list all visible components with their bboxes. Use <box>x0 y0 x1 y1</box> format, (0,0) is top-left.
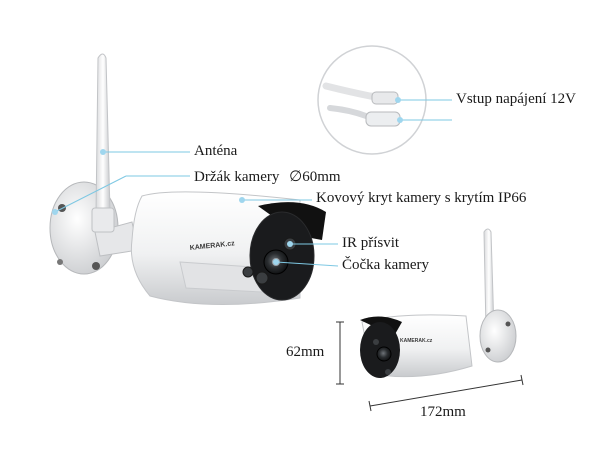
power-connector-detail <box>317 45 427 155</box>
leader-lines <box>54 99 452 267</box>
holder-label-text: Držák kamery <box>194 169 280 185</box>
antenna-base <box>91 207 115 233</box>
main-camera: KAMERAK.cz <box>49 53 326 306</box>
power-label: Vstup napájení 12V <box>456 91 576 107</box>
brand-logo: KAMERAK.cz <box>400 338 433 344</box>
power-plug <box>371 91 399 105</box>
length-dimension: 172mm <box>420 404 466 420</box>
camera-lens <box>376 346 392 362</box>
brand-logo: KAMERAK.cz <box>189 240 235 252</box>
small-camera: KAMERAK.cz <box>360 228 517 378</box>
power-plug <box>365 111 401 127</box>
antenna <box>95 53 111 215</box>
holder-diameter: ∅60mm <box>289 169 341 185</box>
dimension-lines <box>336 321 524 412</box>
ir-led <box>255 271 269 285</box>
housing-label: Kovový kryt kamery s krytím IP66 <box>316 190 527 206</box>
mount-screw <box>57 259 63 265</box>
height-dimension: 62mm <box>286 344 325 360</box>
lens-label: Čočka kamery <box>342 257 430 273</box>
wall-mount-plate <box>479 309 517 363</box>
ir-led <box>242 266 254 278</box>
leader-dots <box>52 97 403 265</box>
cable <box>327 105 369 119</box>
holder-label: Držák kamery ∅60mm <box>194 167 341 186</box>
cable <box>322 82 396 102</box>
antenna-label: Anténa <box>194 143 238 159</box>
ir-label: IR přísvit <box>342 235 400 251</box>
mount-screw <box>92 262 100 270</box>
